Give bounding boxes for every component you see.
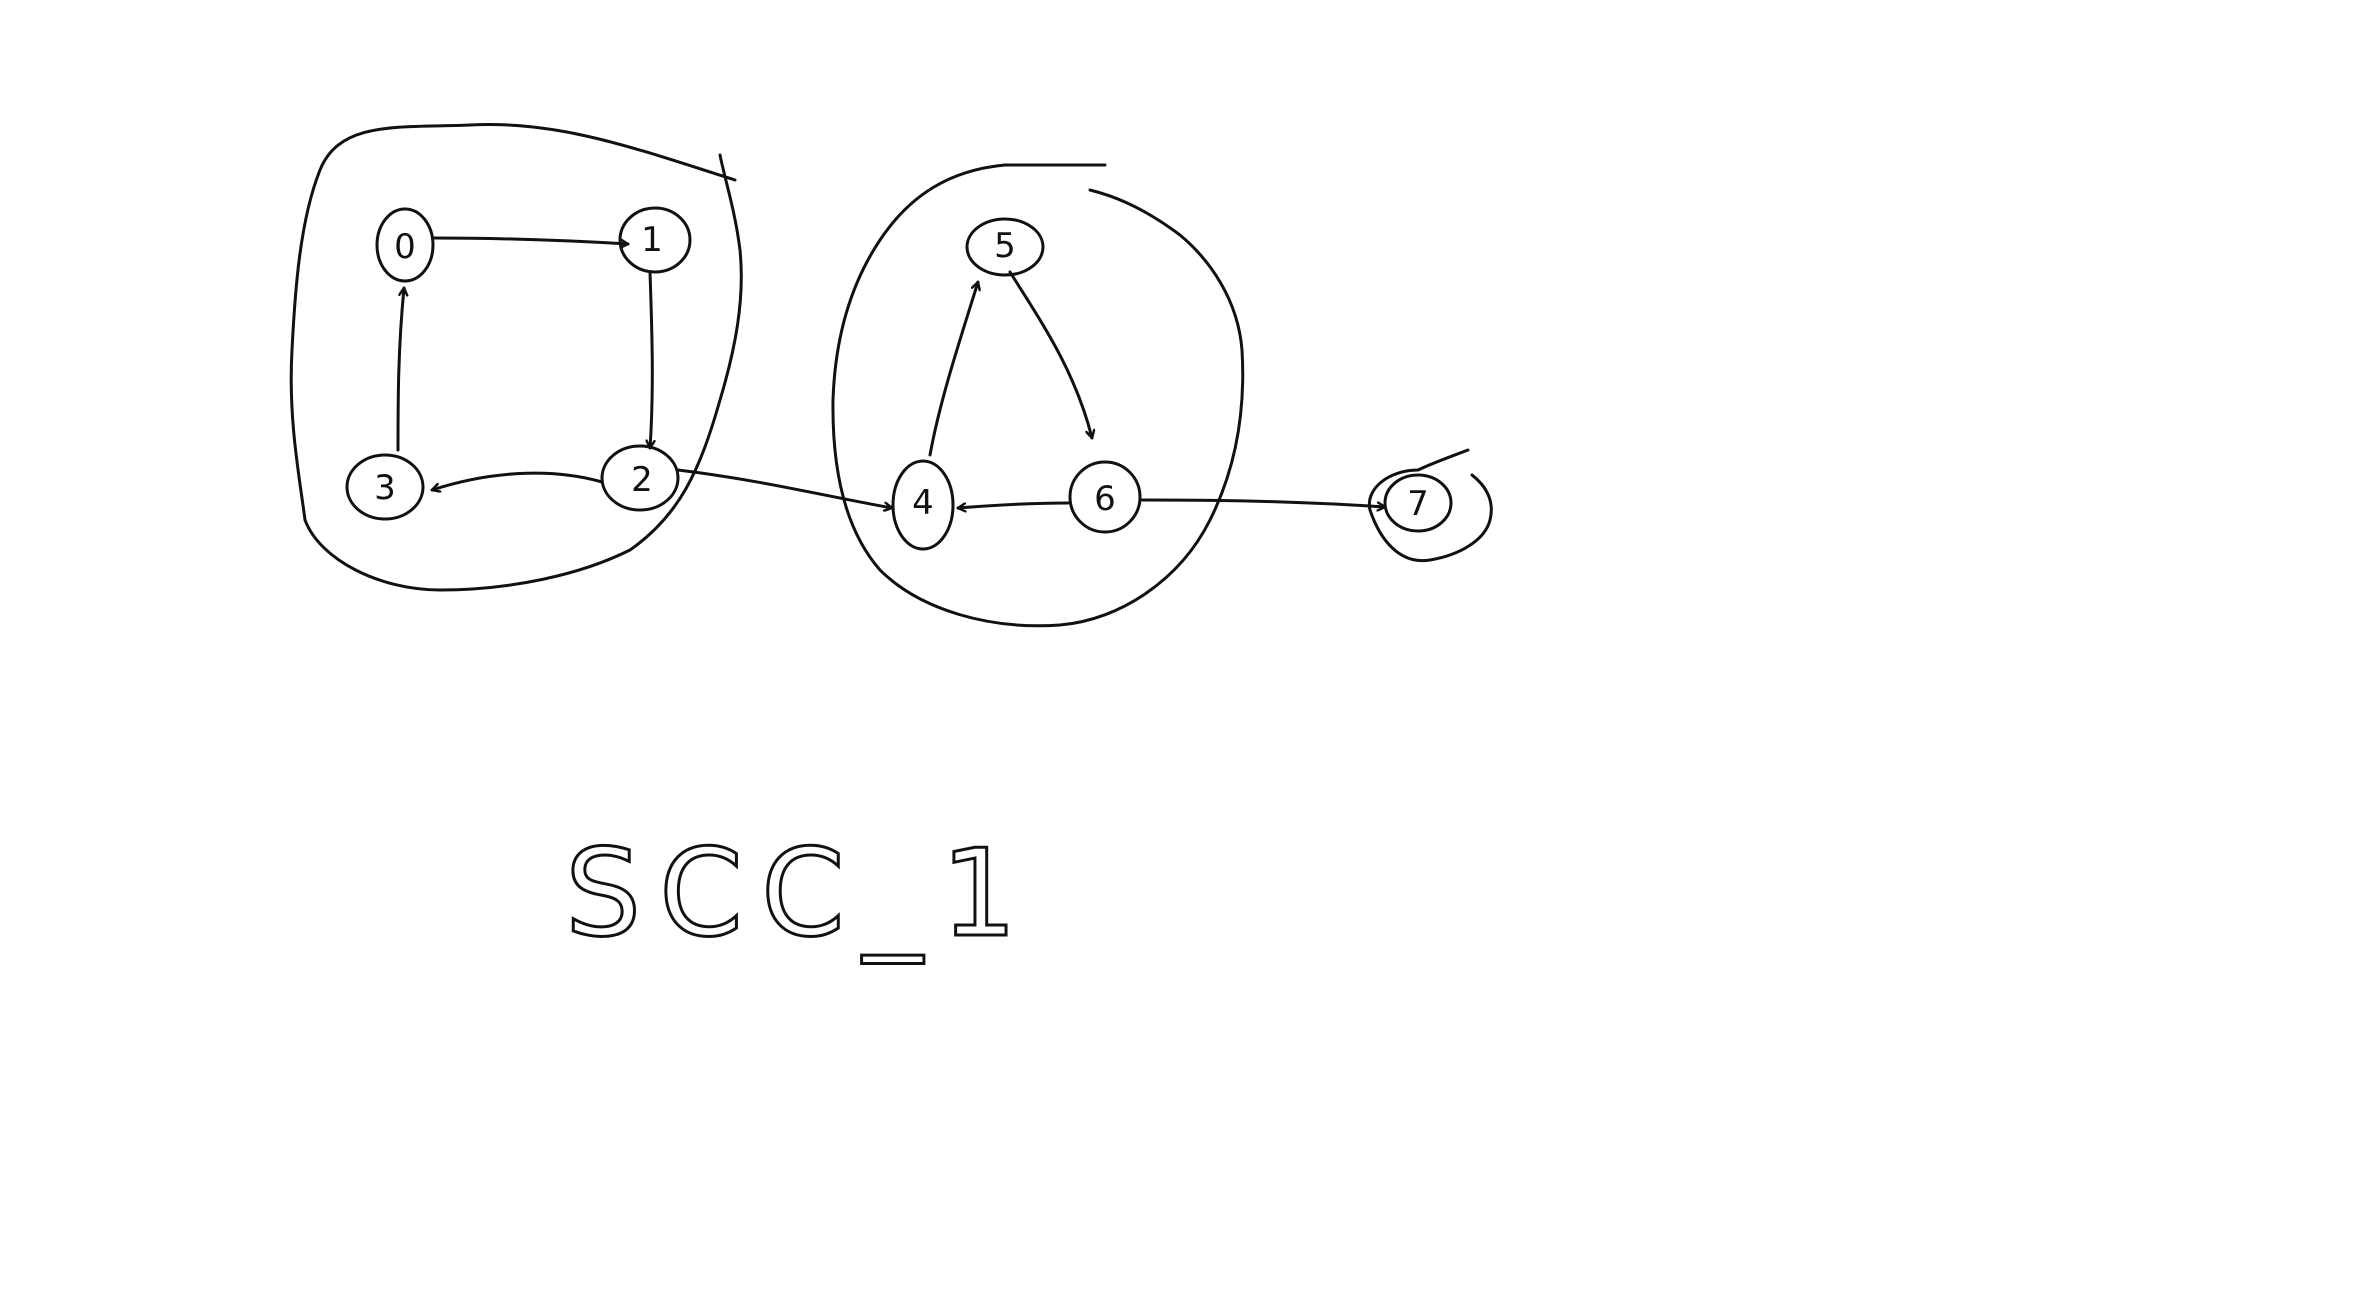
edge-4-5 (928, 280, 978, 457)
node-4[interactable]: 4 (891, 459, 955, 551)
node-label-3: 3 (374, 468, 396, 508)
scc-group-outline-c (1367, 448, 1493, 563)
node-label-5: 5 (994, 226, 1016, 266)
node-label-1: 1 (641, 220, 663, 260)
edge-2-4 (676, 468, 894, 508)
scc-group-outline-b (831, 163, 1245, 628)
node-label-4: 4 (912, 483, 934, 523)
scc-group-outline-a (289, 122, 743, 592)
node-1[interactable]: 1 (618, 206, 692, 274)
edge-3-0 (396, 286, 404, 452)
node-2[interactable]: 2 (600, 444, 680, 512)
edge-5-6 (1008, 270, 1092, 440)
node-7[interactable]: 7 (1383, 473, 1453, 533)
node-label-7: 7 (1407, 484, 1429, 524)
edge-0-1 (432, 236, 630, 244)
node-3[interactable]: 3 (345, 453, 425, 521)
edge-6-7 (1138, 498, 1387, 507)
node-5[interactable]: 5 (965, 217, 1045, 277)
nodes-layer: 0 1 2 3 4 5 6 7 (345, 206, 1453, 551)
node-label-2: 2 (631, 460, 653, 500)
node-0[interactable]: 0 (375, 207, 435, 283)
edges-layer (396, 236, 1387, 508)
node-label-0: 0 (394, 227, 416, 267)
node-6[interactable]: 6 (1068, 460, 1142, 534)
diagram-caption: SCC_1 (565, 825, 1035, 964)
node-label-6: 6 (1094, 479, 1116, 519)
edge-1-2 (650, 270, 652, 450)
edge-6-4 (956, 501, 1070, 508)
edge-2-3 (430, 471, 604, 490)
